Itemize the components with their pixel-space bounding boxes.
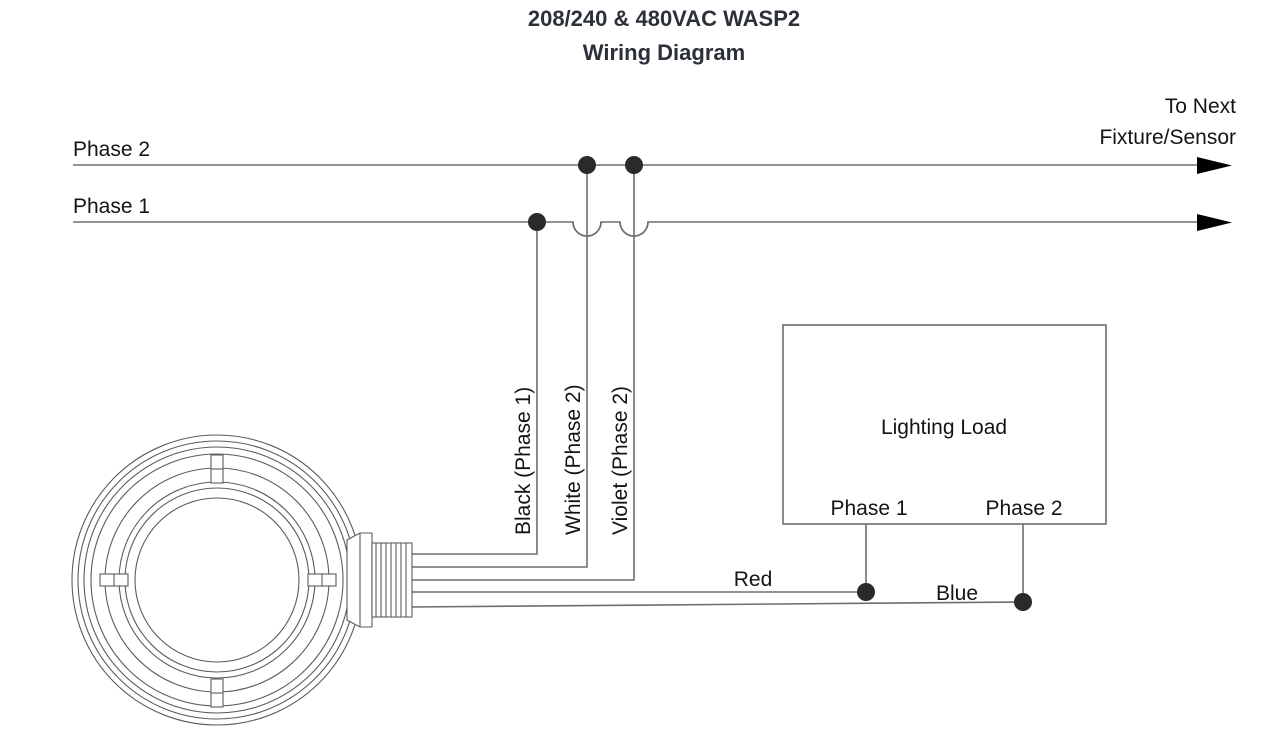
phase1-bus-line (73, 221, 1203, 237)
violet-wire-hop-arc (619, 221, 649, 237)
junction-dot-phase2-white (578, 156, 596, 174)
black-wire-path (412, 222, 538, 555)
junction-dot-red-load (857, 583, 875, 601)
white-wire-label: White (Phase 2) (562, 384, 585, 535)
diagram-title-line2: Wiring Diagram (583, 40, 745, 65)
blue-wire-label: Blue (936, 582, 978, 605)
sensor-threaded-nipple (371, 542, 413, 618)
lighting-load-box (782, 324, 1107, 525)
black-wire-label: Black (Phase 1) (512, 387, 535, 535)
white-wire-path (412, 165, 588, 568)
junction-dot-phase2-violet (625, 156, 643, 174)
phase2-arrow-icon (1197, 157, 1232, 174)
load-terminal1-label: Phase 1 (830, 497, 907, 520)
junction-dot-blue-load (1014, 593, 1032, 611)
diagram-title-line1: 208/240 & 480VAC WASP2 (528, 6, 800, 31)
red-wire-label: Red (734, 568, 773, 591)
load-terminal2-label: Phase 2 (985, 497, 1062, 520)
phase1-bus-label: Phase 1 (73, 195, 150, 218)
junction-dot-phase1-black (528, 213, 546, 231)
violet-wire-path (412, 165, 635, 581)
phase2-bus-label: Phase 2 (73, 138, 150, 161)
wasp2-sensor-device (71, 434, 413, 726)
to-next-label-line2: Fixture/Sensor (1099, 126, 1236, 149)
white-wire-hop-arc (572, 221, 602, 237)
sensor-lens-aperture (134, 497, 300, 663)
to-next-label-line1: To Next (1165, 95, 1236, 118)
blue-wire-path (411, 601, 1024, 608)
lighting-load-title: Lighting Load (881, 416, 1007, 439)
violet-wire-label: Violet (Phase 2) (609, 386, 632, 535)
phase1-arrow-icon (1197, 214, 1232, 231)
